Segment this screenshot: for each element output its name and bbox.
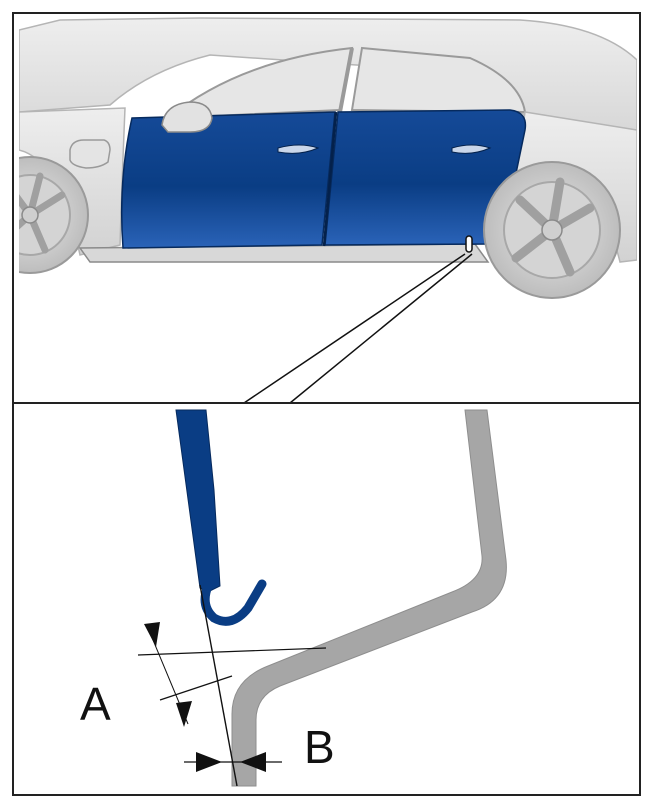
door-seam — [322, 111, 338, 247]
dimension-a-arrow-bottom — [176, 701, 192, 727]
rear-door-handle — [451, 144, 492, 154]
dimension-b-arrow-right — [240, 752, 266, 772]
cross-section-detail — [137, 409, 507, 787]
door-hem-flange — [200, 579, 267, 626]
dimension-a-arrow-top — [144, 622, 160, 647]
front-door — [120, 111, 336, 249]
reference-line — [199, 584, 238, 787]
callout-line-left — [243, 253, 466, 404]
dimension-b-arrow-left — [196, 752, 222, 772]
vehicle-side-view — [19, 17, 637, 299]
dimension-a-label: A — [80, 678, 111, 730]
front-door-handle — [277, 144, 320, 154]
door-skin-section — [175, 409, 221, 593]
side-mirror — [161, 101, 213, 133]
callout-line-right — [289, 253, 473, 404]
charge-port-flap — [69, 139, 111, 169]
front-wheel — [19, 156, 89, 274]
b-pillar — [338, 47, 354, 113]
dimension-a-line-lower — [159, 675, 233, 701]
detail-marker — [465, 235, 473, 253]
dimension-a-line-upper — [137, 647, 327, 656]
rear-wheel — [483, 161, 621, 299]
sill-profile-section — [231, 409, 507, 787]
dimension-b-label: B — [304, 721, 335, 773]
